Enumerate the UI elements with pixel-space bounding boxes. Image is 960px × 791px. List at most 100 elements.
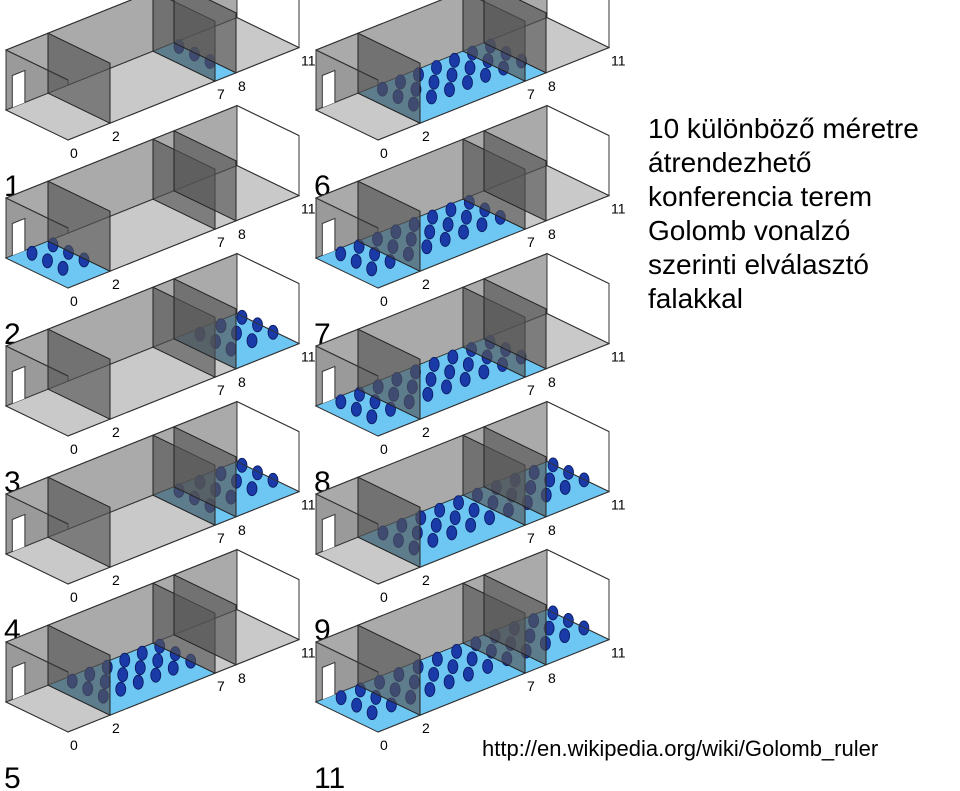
door [11, 365, 26, 404]
chair [267, 324, 279, 340]
chair [246, 333, 258, 349]
mark-label: 8 [238, 670, 246, 686]
caption-line: falakkal [648, 283, 743, 314]
chair [428, 357, 440, 372]
caption: 10 különböző méretre átrendezhető konfer… [648, 112, 958, 316]
chair [267, 472, 279, 488]
end-wall [236, 0, 300, 49]
mark-label: 7 [527, 234, 535, 250]
chair [428, 74, 440, 90]
chair [57, 260, 69, 276]
door [11, 217, 26, 256]
mark-label: 8 [238, 522, 246, 538]
chair [451, 644, 463, 659]
door [321, 69, 336, 108]
mark-label: 0 [70, 145, 78, 161]
door [11, 69, 26, 108]
mark-label: 2 [422, 572, 430, 588]
mark-label: 8 [548, 374, 556, 390]
chair [422, 386, 434, 402]
front-edge [67, 195, 300, 289]
top-edge [314, 0, 443, 81]
caption-line: Golomb vonalzó [648, 215, 851, 246]
chair [236, 309, 248, 325]
chair [442, 217, 454, 232]
mark-label: 0 [380, 589, 388, 605]
chair [559, 628, 571, 644]
chair [430, 517, 442, 533]
mark-label: 8 [238, 78, 246, 94]
partition [47, 476, 111, 568]
partition [47, 328, 111, 420]
room-number: 11 [314, 762, 345, 791]
chair [132, 674, 144, 690]
door [321, 217, 336, 256]
mark-label: 7 [527, 86, 535, 102]
chair [465, 517, 477, 533]
partition [357, 32, 421, 124]
chair [439, 232, 451, 247]
mark-label: 11 [301, 53, 316, 69]
mark-label: 7 [527, 530, 535, 546]
chair [444, 364, 456, 380]
chair [152, 653, 164, 669]
mark-label: 11 [611, 645, 626, 661]
partition [173, 426, 237, 518]
mark-label: 2 [112, 276, 120, 292]
partition [47, 624, 111, 716]
chair [445, 202, 457, 218]
top-edge [4, 253, 300, 377]
chair [42, 253, 53, 269]
chair [252, 317, 263, 333]
chair [447, 659, 459, 675]
caption-line: átrendezhető [648, 147, 812, 178]
mark-label: 7 [217, 86, 225, 102]
top-edge [4, 0, 133, 81]
mark-label: 11 [611, 349, 626, 365]
top-edge [4, 401, 300, 525]
top-edge [314, 105, 610, 229]
door [321, 513, 336, 552]
chair [466, 651, 478, 667]
front-edge [67, 47, 300, 141]
chair [335, 246, 347, 262]
chair [150, 667, 162, 683]
chair [424, 224, 436, 240]
partition [483, 278, 547, 370]
mark-label: 0 [380, 737, 388, 753]
mark-label: 7 [217, 382, 225, 398]
chair [459, 372, 471, 387]
partition [483, 426, 547, 518]
mark-label: 0 [70, 589, 78, 605]
chair [428, 666, 440, 682]
chair [119, 652, 131, 668]
chair [559, 480, 571, 495]
caption-line: konferencia terem [648, 181, 873, 212]
top-edge [4, 105, 300, 229]
top-edge [314, 401, 610, 525]
source-url[interactable]: http://en.wikipedia.org/wiki/Golomb_rule… [482, 736, 879, 761]
front-edge [377, 195, 610, 289]
partition [483, 574, 547, 666]
partition [483, 0, 547, 74]
chair [446, 525, 458, 541]
partition [173, 574, 237, 666]
chair [462, 75, 473, 90]
partition [483, 130, 547, 222]
chair [426, 89, 437, 105]
chair [462, 666, 474, 682]
mark-label: 7 [217, 678, 225, 694]
chair [115, 681, 127, 697]
chair [431, 60, 442, 75]
top-edge [314, 549, 610, 673]
mark-label: 11 [301, 497, 316, 513]
mark-label: 2 [422, 276, 430, 292]
